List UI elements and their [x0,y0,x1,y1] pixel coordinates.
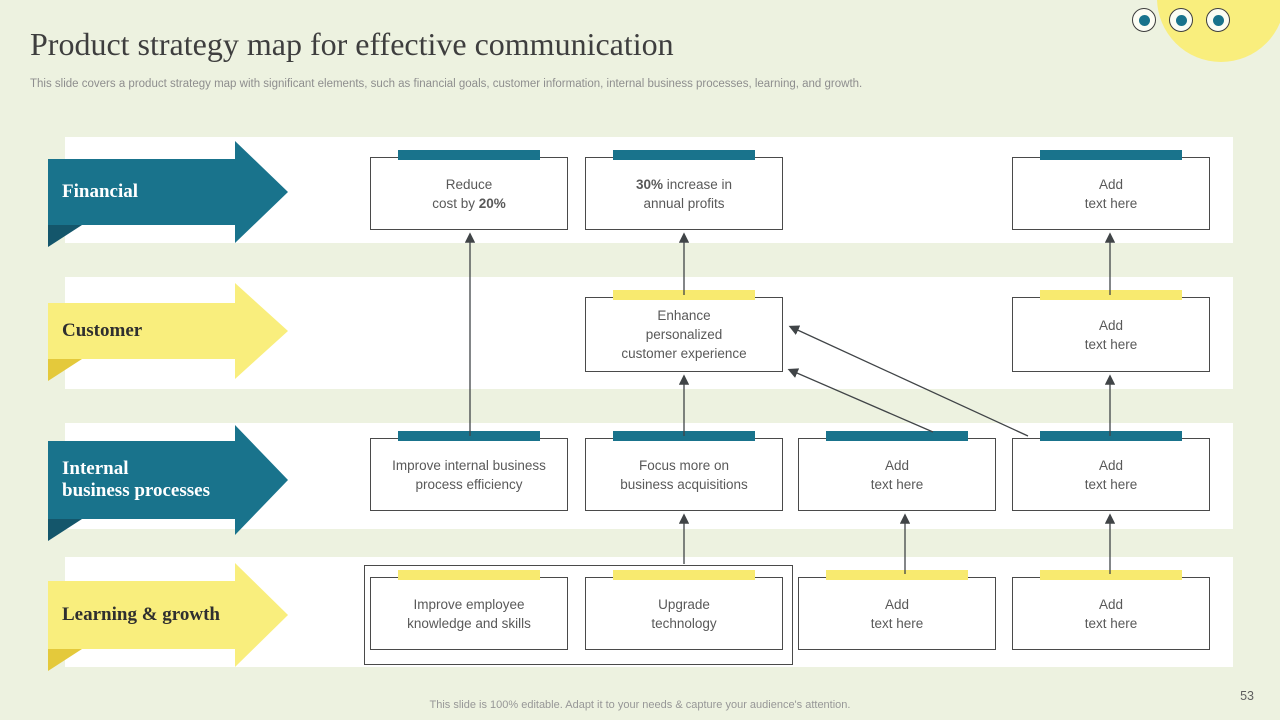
bullseye-dot-center [1212,14,1224,26]
ribbon-body [48,303,236,359]
ribbon-body [48,441,236,519]
ribbon-body [48,581,236,649]
box-top-bar [826,431,968,441]
box-top-bar [613,431,755,441]
ribbon-fold [48,225,82,247]
bullseye-dot-icon [1169,8,1193,32]
footer-note: This slide is 100% editable. Adapt it to… [429,699,851,711]
ribbon-head [235,141,288,243]
row-label-text: Customer [62,320,143,341]
learning-growth-ribbon-arrow: Learning & growth [48,557,290,681]
ribbon-head [235,563,288,667]
page-number: 53 [1240,689,1254,703]
box-top-bar [1040,570,1182,580]
ribbon-head [235,283,288,379]
box-top-bar [613,570,755,580]
box-top-bar [398,150,540,160]
bullseye-dot-center [1175,14,1187,26]
row-label-text: Internal [62,458,129,479]
row-label-learning-growth: Learning & growth [62,581,220,649]
row-label-financial: Financial [62,159,138,225]
row-label-text: Learning & growth [62,604,220,625]
ribbon-fold [48,359,82,381]
box-top-bar [1040,290,1182,300]
ribbon-fold [48,519,82,541]
page-subtitle: This slide covers a product strategy map… [30,78,863,90]
ribbon-arrow-shape [48,283,288,381]
box-top-bar [1040,150,1182,160]
bullseye-dot-icon [1132,8,1156,32]
row-label-internal-business-processes: Internal business processes [62,441,210,519]
row-label-text: Financial [62,181,139,202]
ribbon-arrow-shape [48,425,288,541]
box-top-bar [826,570,968,580]
internal-business-processes-ribbon-arrow: Internal business processes [48,423,290,547]
ribbon-body [48,159,236,225]
bullseye-dot-center [1138,14,1150,26]
ribbon-head [235,425,288,535]
ribbon-arrow-shape [48,141,288,247]
ribbon-arrow-shape [48,563,288,671]
ribbon-fold [48,649,82,671]
page-title: Product strategy map for effective commu… [30,26,674,62]
learning-group-outline [364,565,793,665]
financial-ribbon-arrow: Financial [48,137,290,261]
customer-ribbon-arrow: Customer [48,277,290,401]
row-label-customer: Customer [62,303,142,359]
box-top-bar [398,431,540,441]
bullseye-dot-icon [1206,8,1230,32]
box-top-bar [1040,431,1182,441]
box-top-bar [398,570,540,580]
box-top-bar [613,290,755,300]
row-label-text: business processes [62,480,210,501]
box-top-bar [613,150,755,160]
